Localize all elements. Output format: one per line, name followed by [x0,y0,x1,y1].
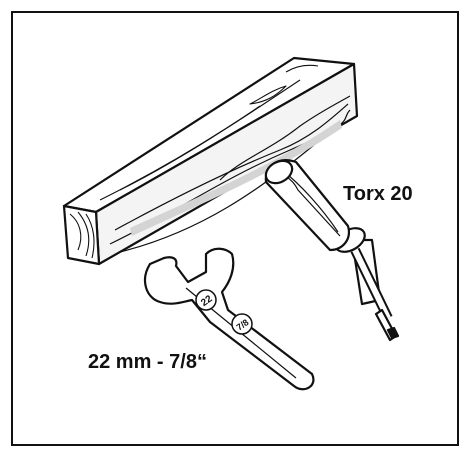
wrench-icon [143,247,315,391]
screwdriver-icon [264,159,400,342]
wood-block-icon [62,56,359,266]
wrench-label: 22 mm - 7/8“ [88,351,207,373]
screwdriver-label: Torx 20 [343,183,413,205]
